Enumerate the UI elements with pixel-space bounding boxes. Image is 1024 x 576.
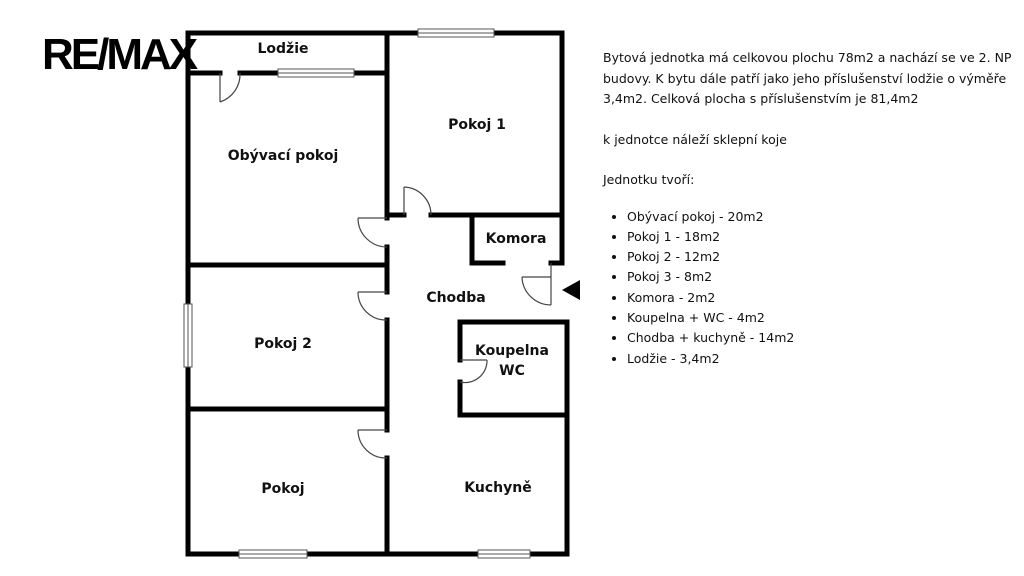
list-item: Chodba + kuchyně - 14m2: [627, 328, 1013, 348]
list-item: Komora - 2m2: [627, 288, 1013, 308]
info-panel: Bytová jednotka má celkovou plochu 78m2 …: [603, 48, 1013, 369]
room-label-koupelna: Koupelna: [475, 343, 549, 359]
room-label-pokoj: Pokoj: [261, 481, 304, 497]
list-item: Pokoj 3 - 8m2: [627, 267, 1013, 287]
list-item: Pokoj 2 - 12m2: [627, 247, 1013, 267]
windows: [183, 28, 531, 559]
entrance-arrow-icon: [562, 280, 580, 300]
cellar-note: k jednotce náleží sklepní koje: [603, 131, 787, 147]
list-title: Jednotku tvoří:: [603, 172, 695, 187]
room-label-obyvaci: Obývací pokoj: [228, 148, 339, 164]
floor-plan: Lodžie Obývací pokoj Pokoj 1 Komora Chod…: [183, 28, 580, 559]
description-paragraph: Bytová jednotka má celkovou plochu 78m2 …: [603, 50, 1012, 106]
walls: [185, 30, 570, 557]
room-label-wc: WC: [499, 363, 525, 379]
doors: [219, 72, 552, 459]
room-label-kuchyne: Kuchyně: [464, 480, 531, 496]
room-label-pokoj2: Pokoj 2: [254, 336, 312, 352]
room-label-pokoj1: Pokoj 1: [448, 117, 506, 133]
room-label-chodba: Chodba: [426, 290, 485, 306]
room-area-list: Obývací pokoj - 20m2 Pokoj 1 - 18m2 Poko…: [603, 207, 1013, 369]
room-label-komora: Komora: [486, 231, 547, 247]
list-item: Obývací pokoj - 20m2: [627, 207, 1013, 227]
list-item: Lodžie - 3,4m2: [627, 349, 1013, 369]
remax-logo: RE/MAX: [42, 30, 198, 79]
room-label-lodzie: Lodžie: [257, 41, 308, 57]
list-item: Pokoj 1 - 18m2: [627, 227, 1013, 247]
list-item: Koupelna + WC - 4m2: [627, 308, 1013, 328]
